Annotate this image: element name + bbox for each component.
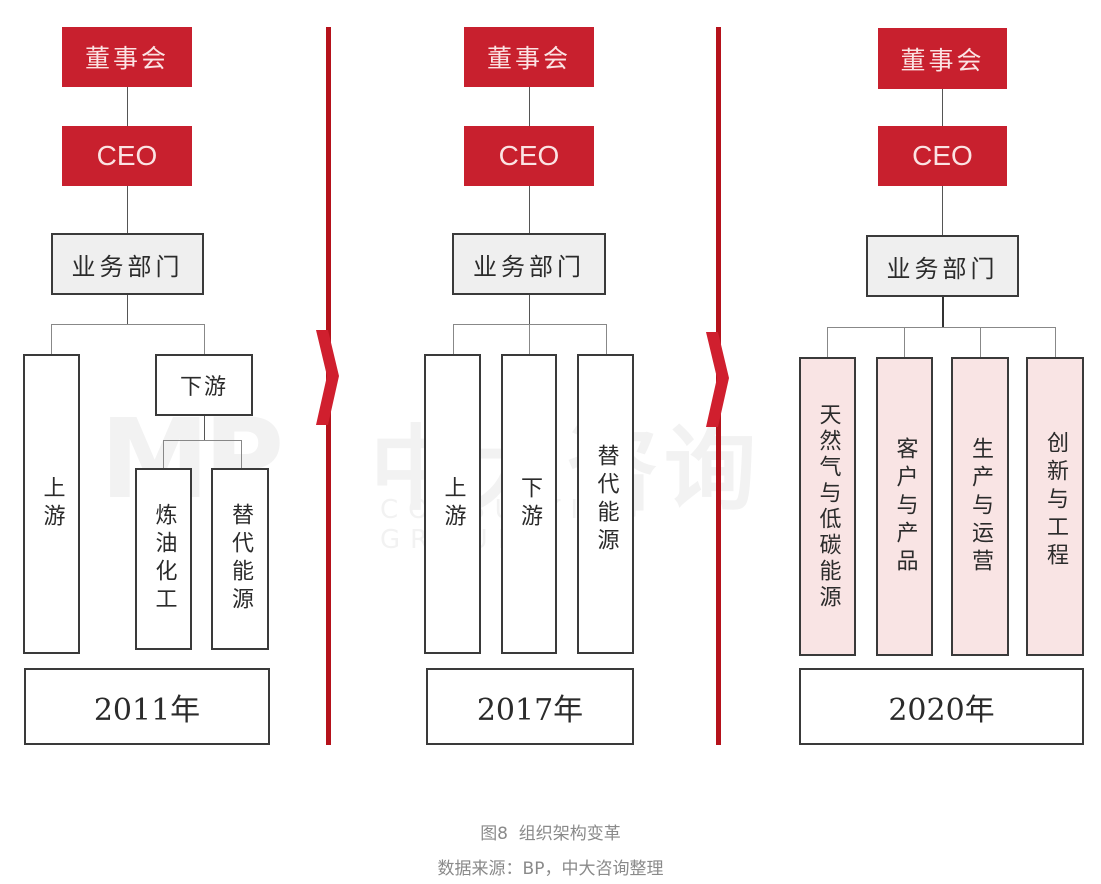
ceo-box: CEO — [878, 126, 1007, 186]
connector — [1055, 327, 1056, 357]
connector — [942, 186, 943, 235]
unit-refining: 炼油化工 — [135, 468, 192, 650]
year-box: 2020年 — [799, 668, 1084, 745]
unit-label: 替代能源 — [228, 503, 253, 615]
unit-customers-products: 客户与产品 — [876, 357, 933, 656]
connector — [163, 440, 164, 468]
connector — [127, 295, 128, 324]
unit-upstream: 上游 — [424, 354, 481, 654]
unit-downstream: 下游 — [501, 354, 557, 654]
unit-label: 客户与产品 — [892, 436, 918, 577]
unit-label: 下游 — [517, 476, 542, 532]
connector — [529, 186, 530, 233]
board-label: 董事会 — [84, 44, 169, 73]
board-label: 董事会 — [486, 44, 571, 73]
dept-label: 业务部门 — [473, 252, 585, 281]
connector — [529, 324, 530, 354]
year-label: 2017年 — [476, 692, 584, 728]
year-box: 2011年 — [24, 668, 270, 745]
ceo-label: CEO — [96, 140, 158, 171]
unit-innovation-engineering: 创新与工程 — [1026, 357, 1084, 656]
year-label: 2011年 — [93, 692, 201, 728]
connector — [127, 186, 128, 233]
unit-label: 天然气与低碳能源 — [815, 402, 841, 611]
unit-label: 创新与工程 — [1043, 431, 1068, 571]
unit-upstream: 上游 — [23, 354, 80, 654]
board-box: 董事会 — [464, 27, 594, 87]
ceo-box: CEO — [62, 126, 192, 186]
connector — [980, 327, 981, 357]
break-marker-icon — [316, 330, 339, 425]
unit-label: 生产与运营 — [968, 436, 993, 577]
connector — [453, 324, 454, 354]
unit-label: 上游 — [440, 476, 466, 532]
dept-box: 业务部门 — [51, 233, 204, 295]
branch-line — [827, 327, 1056, 328]
connector — [606, 324, 607, 354]
connector — [942, 297, 944, 327]
dept-label: 业务部门 — [886, 254, 999, 283]
unit-gas-low-carbon: 天然气与低碳能源 — [799, 357, 856, 656]
year-box: 2017年 — [426, 668, 634, 745]
ceo-box: CEO — [464, 126, 594, 186]
unit-alternative-energy: 替代能源 — [211, 468, 269, 650]
branch-line — [163, 440, 241, 441]
figure-source: 数据来源：BP，中大咨询整理 — [437, 859, 664, 879]
unit-label: 下游 — [179, 375, 228, 400]
connector — [904, 327, 905, 357]
dept-box: 业务部门 — [866, 235, 1019, 297]
connector — [942, 89, 943, 126]
connector — [51, 324, 52, 354]
unit-production-operations: 生产与运营 — [951, 357, 1009, 656]
connector — [529, 295, 530, 324]
unit-downstream: 下游 — [155, 354, 253, 416]
connector — [127, 87, 128, 126]
connector — [204, 416, 205, 440]
unit-alternative-energy: 替代能源 — [577, 354, 634, 654]
break-marker-icon — [706, 332, 729, 427]
board-box: 董事会 — [62, 27, 192, 87]
unit-label: 替代能源 — [593, 444, 619, 556]
connector — [204, 324, 205, 354]
board-label: 董事会 — [900, 45, 985, 75]
unit-label: 炼油化工 — [151, 503, 177, 615]
connector — [241, 440, 242, 468]
dept-label: 业务部门 — [71, 252, 184, 281]
ceo-label: CEO — [498, 140, 560, 171]
unit-label: 上游 — [39, 476, 65, 532]
connector — [529, 87, 530, 126]
connector — [827, 327, 828, 357]
branch-line — [51, 324, 204, 325]
board-box: 董事会 — [878, 28, 1007, 89]
ceo-label: CEO — [912, 140, 973, 171]
year-label: 2020年 — [888, 692, 995, 728]
dept-box: 业务部门 — [452, 233, 606, 295]
figure-caption: 图8 组织架构变革 — [480, 824, 621, 844]
